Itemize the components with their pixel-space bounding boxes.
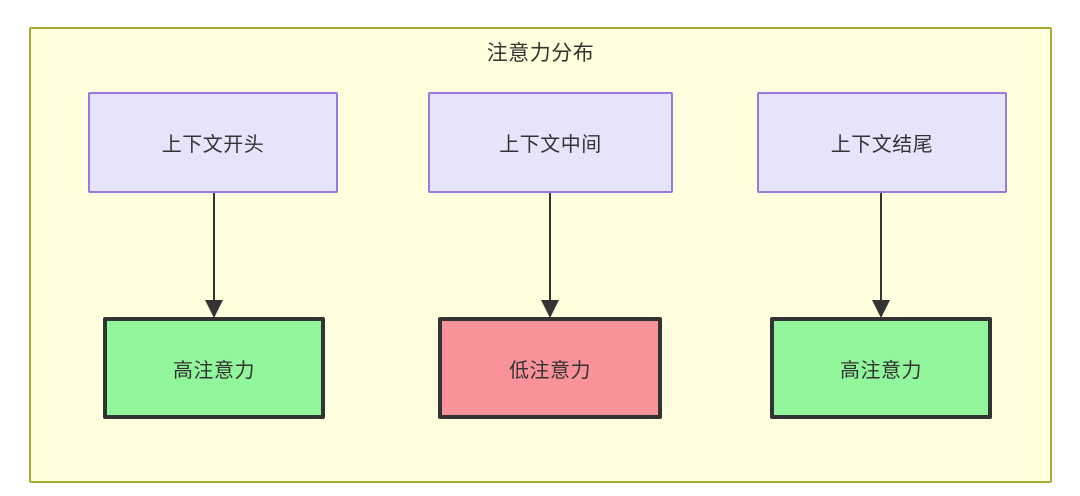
subgraph-title: 注意力分布	[486, 42, 595, 65]
node-high-attention-1[interactable]: 高注意力	[103, 317, 325, 419]
node-label: 上下文开头	[161, 134, 265, 156]
node-label: 高注意力	[840, 359, 922, 382]
node-label: 上下文结尾	[830, 134, 934, 156]
node-context-beginning[interactable]: 上下文开头	[88, 92, 338, 193]
node-label: 高注意力	[173, 359, 255, 382]
node-high-attention-2[interactable]: 高注意力	[770, 317, 992, 419]
node-label: 上下文中间	[499, 134, 602, 156]
node-context-middle[interactable]: 上下文中间	[428, 92, 673, 193]
node-low-attention[interactable]: 低注意力	[438, 317, 662, 419]
node-label: 低注意力	[509, 359, 591, 382]
node-context-end[interactable]: 上下文结尾	[757, 92, 1007, 193]
